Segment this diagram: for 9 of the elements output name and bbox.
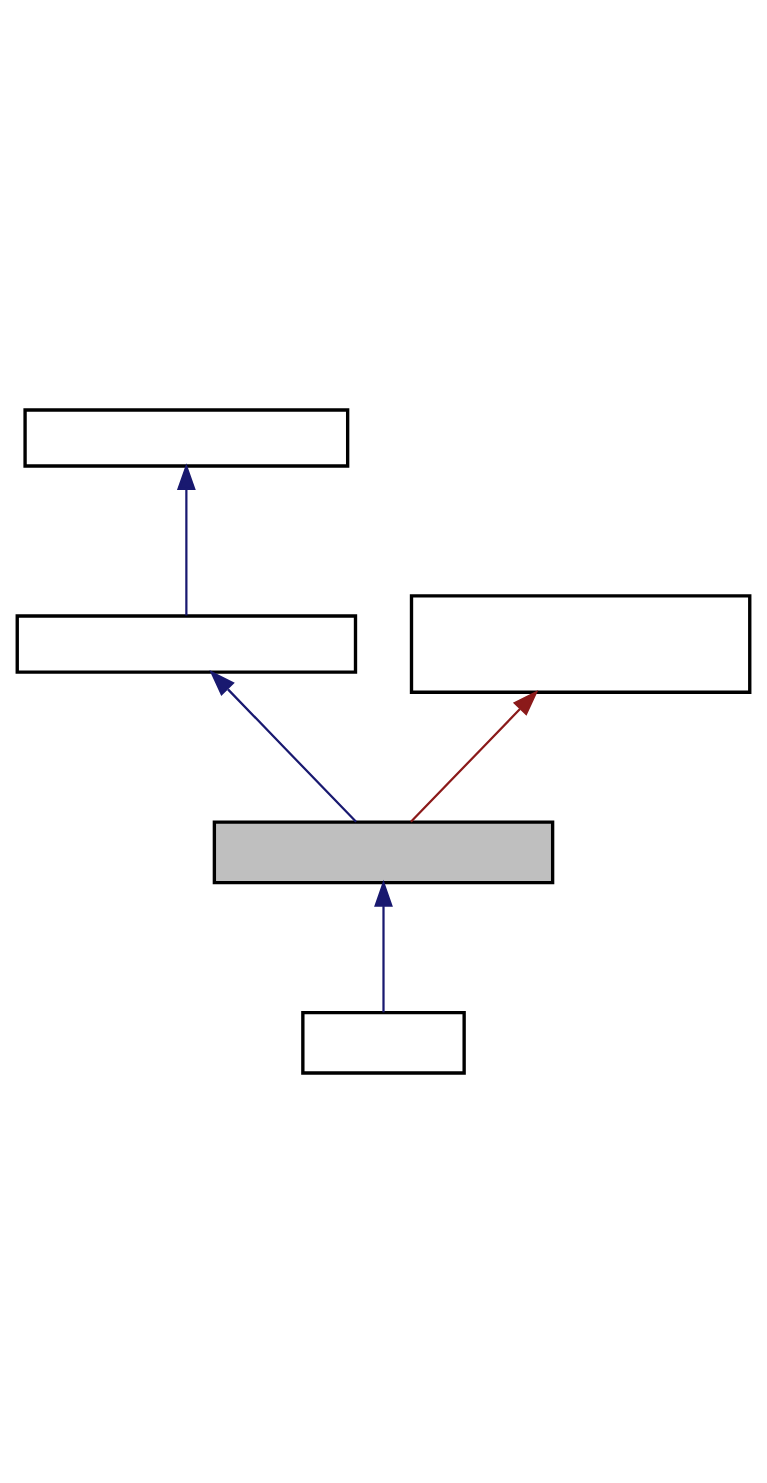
node-box: [23, 408, 350, 468]
arrow: [374, 879, 393, 1013]
node-box: [409, 594, 752, 694]
arrow: [410, 690, 539, 823]
arrow: [209, 670, 357, 823]
node-box: [212, 820, 555, 885]
node-box: [15, 614, 358, 674]
node-box: [301, 1010, 466, 1075]
arrow: [176, 463, 196, 616]
